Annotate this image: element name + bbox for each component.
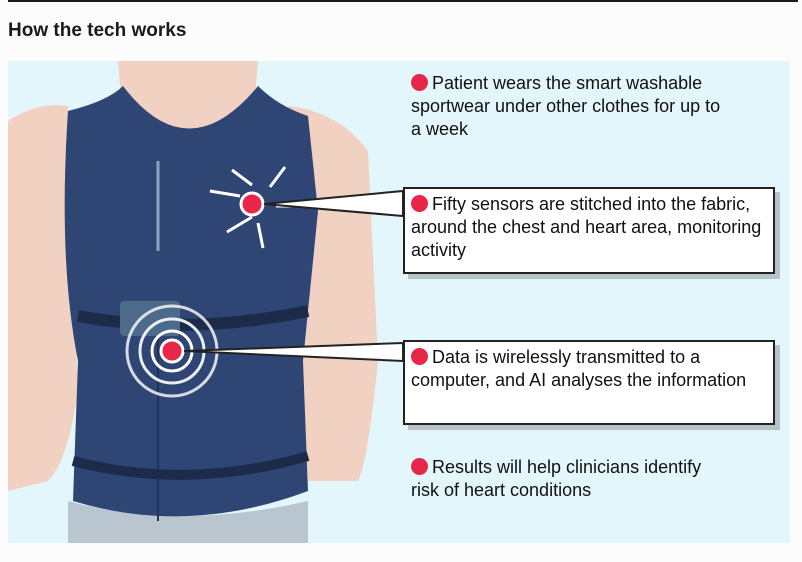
bullet-dot-icon xyxy=(411,348,428,365)
bullet-dot-icon xyxy=(411,74,428,91)
step-2-callout: Fifty sensors are stitched into the fabr… xyxy=(403,187,775,274)
smart-vest-illustration xyxy=(8,61,404,543)
transmitter-dot xyxy=(159,338,185,364)
top-rule xyxy=(8,0,798,2)
bullet-dot-icon xyxy=(411,195,428,212)
step-4: Results will help clinicians identify ri… xyxy=(411,457,702,500)
bullet-dot-icon xyxy=(411,458,428,475)
step-1: Patient wears the smart washable sportwe… xyxy=(411,73,721,139)
chest-sensor-dot xyxy=(239,191,265,217)
step-3-callout: Data is wirelessly transmitted to a comp… xyxy=(403,340,775,425)
page-title: How the tech works xyxy=(8,20,187,41)
infographic-panel xyxy=(8,61,790,543)
